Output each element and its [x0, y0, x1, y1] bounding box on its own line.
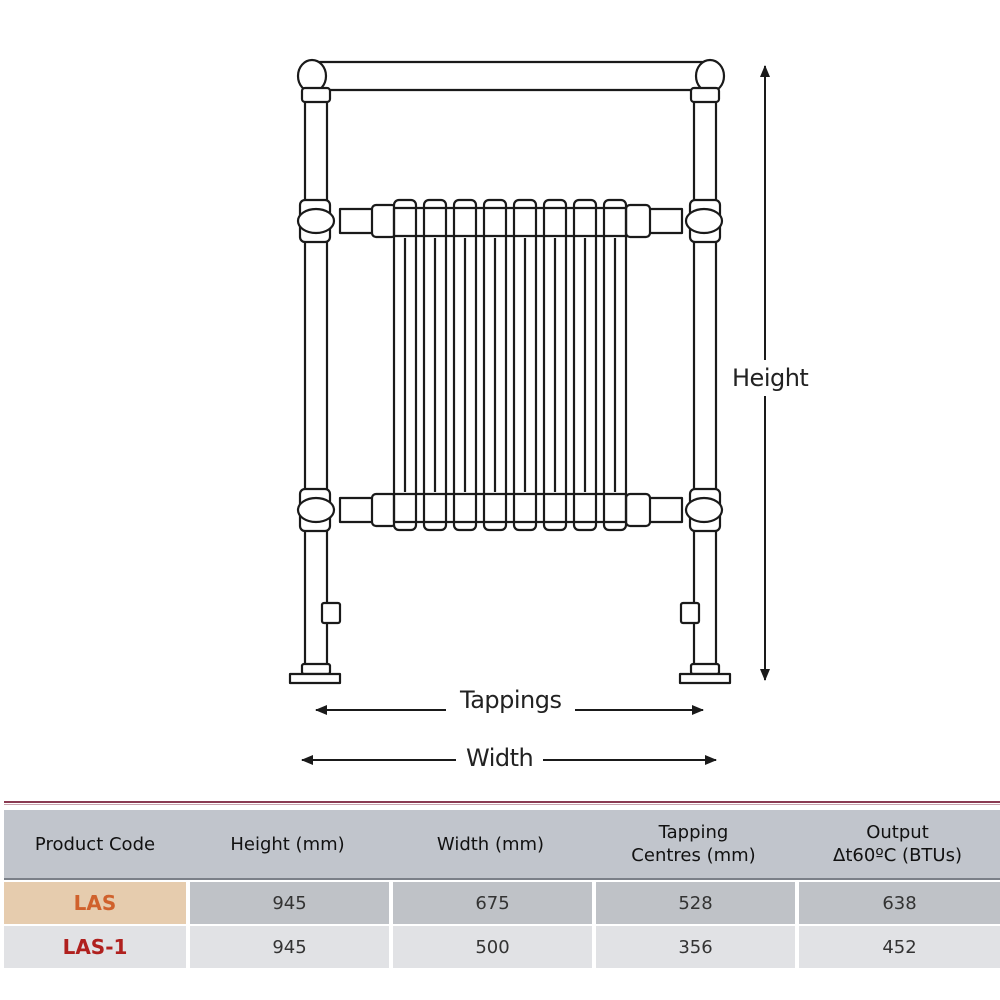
product-code-cell: LAS	[4, 882, 186, 924]
table-top-rule	[4, 801, 1000, 803]
tappings-label: Tappings	[446, 686, 576, 714]
header-product-code: Product Code	[34, 833, 156, 855]
left-upright-pipe	[303, 90, 329, 670]
top-towel-rail	[304, 60, 718, 92]
output-cell: 638	[799, 882, 1000, 924]
header-height: Height (mm)	[230, 833, 345, 855]
specification-table: Product Code Height (mm) Width (mm) Tapp…	[0, 800, 1000, 970]
height-label: Height	[730, 360, 811, 396]
header-output: Output Δt60ºC (BTUs)	[833, 822, 962, 866]
table-row: LAS-1 945 500 356 452	[4, 926, 1000, 968]
right-upright-pipe	[692, 90, 718, 670]
header-tapping-centres: Tapping Centres (mm)	[631, 822, 756, 866]
left-valve	[320, 601, 342, 625]
left-foot	[288, 672, 342, 685]
height-cell: 945	[190, 926, 389, 968]
radiator-diagram	[288, 58, 770, 765]
right-foot	[678, 672, 732, 685]
width-label: Width	[456, 744, 544, 772]
height-cell: 945	[190, 882, 389, 924]
table-header-row: Product Code Height (mm) Width (mm) Tapp…	[4, 810, 1000, 880]
output-cell: 452	[799, 926, 1000, 968]
product-code-cell: LAS-1	[4, 926, 186, 968]
width-cell: 675	[393, 882, 592, 924]
tapping-centres-cell: 356	[596, 926, 795, 968]
width-cell: 500	[393, 926, 592, 968]
tapping-centres-cell: 528	[596, 882, 795, 924]
right-valve	[679, 601, 701, 625]
radiator-drawing	[288, 58, 732, 685]
radiator-columns	[392, 198, 628, 532]
table-row: LAS 945 675 528 638	[4, 882, 1000, 924]
header-width: Width (mm)	[436, 833, 545, 855]
